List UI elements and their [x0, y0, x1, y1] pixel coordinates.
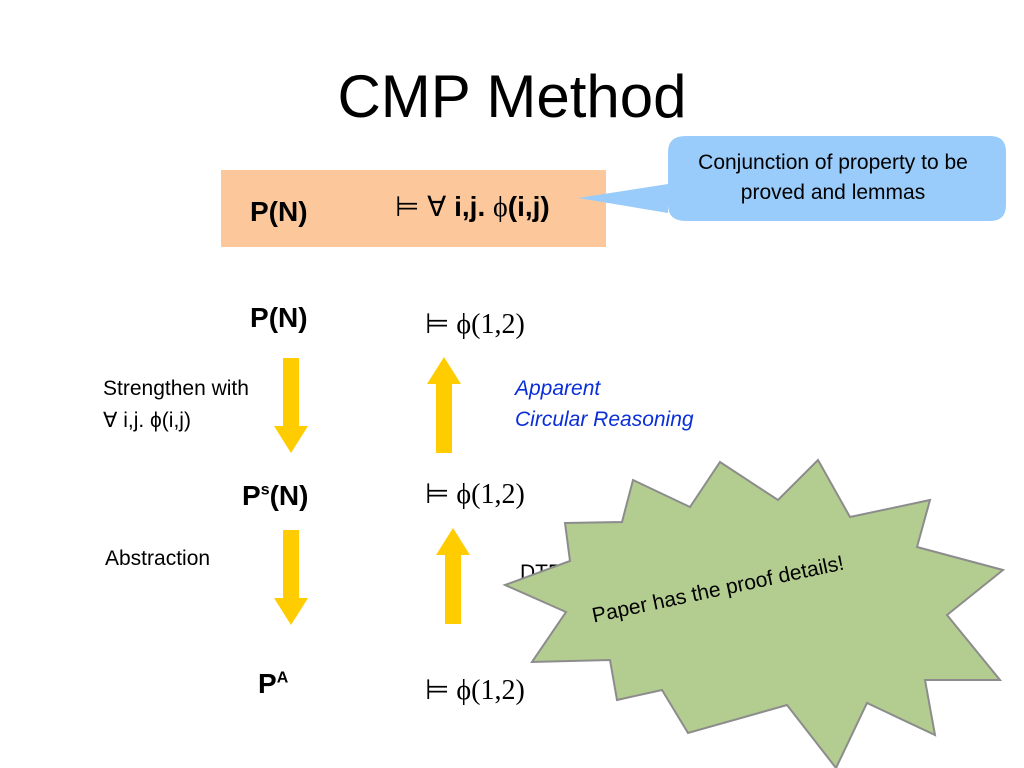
- callout-text: Conjunction of property to be proved and…: [698, 151, 968, 204]
- strengthen-line1: Strengthen with: [103, 377, 249, 400]
- row2-left-label: Ps(N): [242, 480, 308, 512]
- row2-left-base: P: [242, 480, 261, 511]
- up-arrow-2-icon: [436, 528, 470, 624]
- row3-left-sup: A: [276, 669, 289, 687]
- apparent-line2: Circular Reasoning: [515, 408, 694, 431]
- property-box: [221, 170, 606, 247]
- up-arrow-1-icon: [427, 357, 461, 453]
- top-formula: ⊨ ∀ i,j. ϕ(i,j): [395, 190, 550, 224]
- row1-left-rest: (N): [268, 302, 308, 333]
- models-symbol: ⊨: [395, 191, 420, 222]
- phi-symbol: ϕ: [493, 192, 508, 223]
- row3-left-label: PA: [258, 668, 288, 700]
- row2-left-sup: s: [260, 481, 270, 499]
- down-arrow-1-icon: [274, 358, 308, 453]
- row3-left-base: P: [258, 668, 277, 699]
- apparent-line1: Apparent: [515, 377, 601, 400]
- strengthen-line2: ∀ i,j. ϕ(i,j): [103, 409, 191, 432]
- row3-formula: ⊨ ϕ(1,2): [425, 675, 525, 706]
- forall-symbol: ∀: [427, 191, 447, 222]
- row1-left-base: P: [250, 302, 269, 333]
- row1-formula: ⊨ ϕ(1,2): [425, 309, 525, 340]
- row1-left-label: P(N): [250, 302, 308, 334]
- top-left-label: P(N): [250, 196, 308, 227]
- down-arrow-2-icon: [274, 530, 308, 625]
- row2-formula: ⊨ ϕ(1,2): [425, 479, 525, 510]
- row2-left-rest: (N): [269, 480, 309, 511]
- quantified-vars: i,j.: [454, 191, 486, 222]
- slide-title: CMP Method: [337, 63, 687, 130]
- abstraction-label: Abstraction: [105, 547, 211, 570]
- phi-args: (i,j): [507, 191, 550, 222]
